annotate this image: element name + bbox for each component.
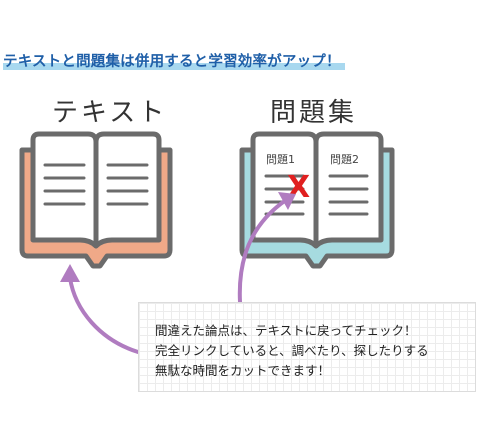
note-line-3: 無駄な時間をカットできます！ — [155, 363, 331, 378]
page2-label: 問題2 — [330, 153, 359, 166]
page-heading: テキストと問題集は併用すると学習効率がアップ！ — [3, 50, 345, 71]
arrow-to-textbook-icon — [60, 264, 140, 354]
note-line-1: 間違えた論点は、テキストに戻ってチェック！ — [155, 323, 417, 338]
workbook-icon: 問題1 問題2 X — [239, 131, 395, 269]
textbook-title: テキスト — [52, 98, 168, 128]
workbook-title: 問題集 — [270, 98, 358, 128]
textbook-icon — [19, 131, 173, 269]
explanation-note: 間違えた論点は、テキストに戻ってチェック！ 完全リンクしていると、調べたり、探し… — [138, 302, 476, 392]
arrow-to-workbook-icon — [237, 192, 296, 304]
note-line-2: 完全リンクしていると、調べたり、探したりする — [155, 343, 429, 358]
page1-label: 問題1 — [266, 153, 295, 166]
